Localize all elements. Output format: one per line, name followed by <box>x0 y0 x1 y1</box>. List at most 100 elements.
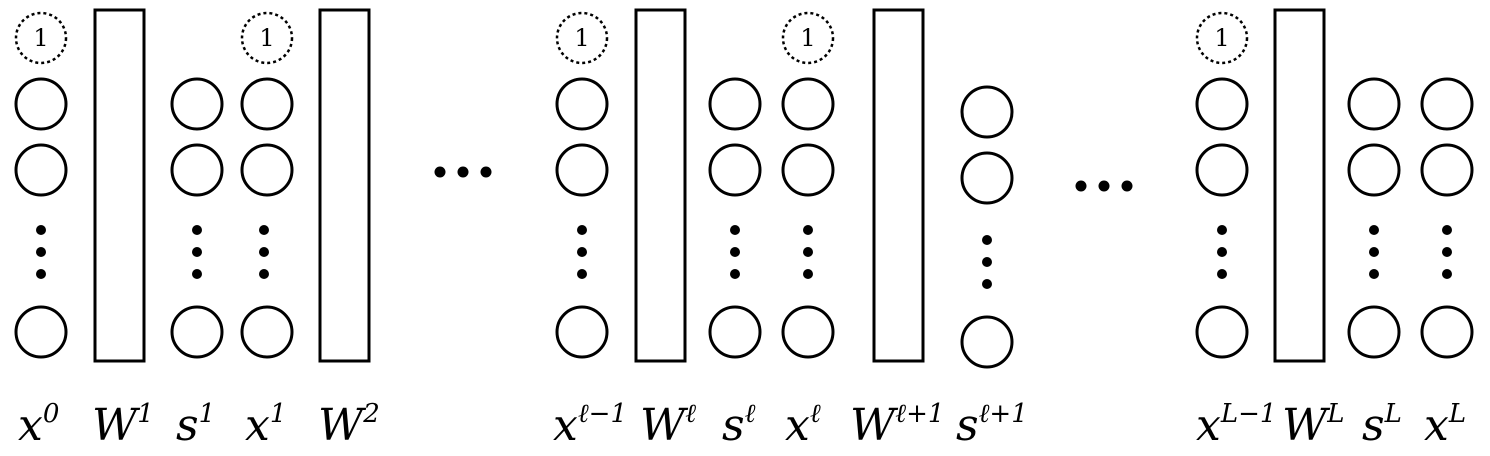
ellipsis-dot <box>730 247 740 257</box>
ellipsis-dot <box>1442 269 1452 279</box>
neuron <box>1195 77 1249 131</box>
ellipsis-dot <box>480 166 492 178</box>
bias-node-label: 1 <box>800 24 815 52</box>
neuron <box>1420 143 1474 197</box>
layer-x1: 1 <box>240 11 294 359</box>
ellipsis-dot <box>1217 225 1227 235</box>
neuron <box>1420 77 1474 131</box>
ellipsis-dot <box>803 225 813 235</box>
neuron <box>781 77 835 131</box>
ellipsis-dot <box>434 166 446 178</box>
neuron <box>14 305 68 359</box>
layer-labels: x0 W1 s1 x1 W2 xℓ−1 Wℓ sℓ xℓ Wℓ+1 sℓ+1 x… <box>18 399 1466 451</box>
label-x0: x0 <box>18 399 59 451</box>
ellipsis-dot <box>577 269 587 279</box>
neuron <box>1347 77 1401 131</box>
ellipsis-dot <box>982 257 992 267</box>
ellipsis-dot <box>730 269 740 279</box>
bias-node <box>240 11 294 65</box>
bias-node-label: 1 <box>259 24 274 52</box>
weight-matrix-WL <box>1273 8 1326 363</box>
neuron <box>1420 305 1474 359</box>
ellipsis-dot <box>457 166 469 178</box>
neuron <box>960 315 1014 369</box>
label-x-L: xL <box>1424 399 1466 451</box>
neuron <box>1195 143 1249 197</box>
layer-x-L-minus-1: 1 <box>1195 11 1249 359</box>
ellipsis-dot <box>577 247 587 257</box>
neuron <box>960 85 1014 139</box>
neuron <box>555 77 609 131</box>
neuron <box>1347 143 1401 197</box>
neuron <box>240 143 294 197</box>
neuron <box>781 305 835 359</box>
neuron <box>781 143 835 197</box>
ellipsis-dot <box>36 269 46 279</box>
layer-s-L <box>1347 77 1401 359</box>
neuron <box>960 151 1014 205</box>
neuron <box>708 77 762 131</box>
neuron <box>14 143 68 197</box>
weight-matrix-Wl-plus-1 <box>872 8 925 363</box>
label-Wl: Wℓ <box>640 399 696 451</box>
neuron <box>170 143 224 197</box>
label-s-l-plus-1: sℓ+1 <box>956 399 1028 451</box>
label-x-l: xℓ <box>785 399 821 451</box>
neuron <box>240 305 294 359</box>
layer-x-L <box>1420 77 1474 359</box>
ellipsis-dot <box>1098 180 1110 192</box>
bias-node <box>781 11 835 65</box>
ellipsis-dot <box>259 269 269 279</box>
neuron <box>170 77 224 131</box>
ellipsis-dot <box>192 247 202 257</box>
ellipsis-dot <box>36 247 46 257</box>
ellipsis-dot <box>259 247 269 257</box>
ellipsis-dot <box>577 225 587 235</box>
label-s1: s1 <box>176 399 215 451</box>
bias-node-label: 1 <box>33 24 48 52</box>
label-Wl-plus-1: Wℓ+1 <box>850 399 944 451</box>
layer-x-l: 1 <box>781 11 835 359</box>
neuron <box>14 77 68 131</box>
horizontal-ellipsis <box>1075 180 1133 192</box>
ellipsis-dot <box>1075 180 1087 192</box>
bias-node-label: 1 <box>1214 24 1229 52</box>
ellipsis-dot <box>1442 225 1452 235</box>
ellipsis-dot <box>259 225 269 235</box>
neuron <box>708 305 762 359</box>
label-x-l-minus-1: xℓ−1 <box>553 399 627 451</box>
ellipsis-dot <box>730 225 740 235</box>
ellipsis-dot <box>1121 180 1133 192</box>
label-x-L-minus-1: xL−1 <box>1196 399 1276 451</box>
ellipsis-dot <box>192 269 202 279</box>
label-s-l: sℓ <box>722 399 756 451</box>
ellipsis-dot <box>36 225 46 235</box>
neuron <box>170 305 224 359</box>
ellipsis-dot <box>982 279 992 289</box>
layer-s-l <box>708 77 762 359</box>
layer-x-l-minus-1: 1 <box>555 11 609 359</box>
ellipsis-dot <box>192 225 202 235</box>
neuron <box>1195 305 1249 359</box>
layer-s1 <box>170 77 224 359</box>
bias-node-label: 1 <box>574 24 589 52</box>
label-WL: WL <box>1282 399 1345 451</box>
layer-x0: 1 <box>14 11 68 359</box>
weight-matrix-W1 <box>93 8 146 363</box>
ellipsis-dot <box>1369 269 1379 279</box>
ellipsis-dot <box>803 269 813 279</box>
bias-node <box>14 11 68 65</box>
neuron <box>708 143 762 197</box>
neuron <box>555 305 609 359</box>
label-W2: W2 <box>318 399 380 451</box>
ellipsis-dot <box>1369 247 1379 257</box>
label-W1: W1 <box>92 399 154 451</box>
ellipsis-dot <box>982 235 992 245</box>
bias-node <box>555 11 609 65</box>
neuron <box>1347 305 1401 359</box>
ellipsis-dot <box>1369 225 1379 235</box>
ellipsis-dot <box>803 247 813 257</box>
ellipsis-dot <box>1217 247 1227 257</box>
label-x1: x1 <box>245 399 286 451</box>
